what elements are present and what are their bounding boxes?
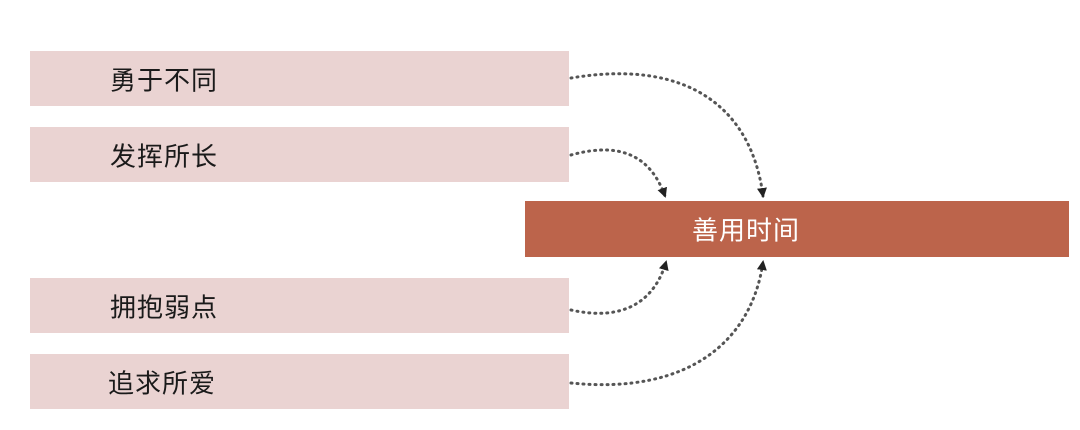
source-box-1: 勇于不同 bbox=[30, 51, 569, 106]
connector-arrow-4 bbox=[569, 260, 767, 387]
source-box-3: 拥抱弱点 bbox=[30, 278, 569, 333]
connector-arrow-1 bbox=[569, 72, 767, 198]
connector-arrow-3 bbox=[569, 260, 669, 315]
source-label-3: 拥抱弱点 bbox=[110, 293, 219, 323]
source-label-2: 发挥所长 bbox=[110, 142, 219, 172]
center-box: 善用时间 bbox=[525, 201, 1069, 257]
source-box-2: 发挥所长 bbox=[30, 127, 569, 182]
connector-arrow-2 bbox=[569, 148, 667, 198]
center-label: 善用时间 bbox=[692, 216, 801, 247]
source-label-1: 勇于不同 bbox=[110, 66, 219, 96]
source-label-4: 追求所爱 bbox=[108, 369, 217, 399]
source-box-4: 追求所爱 bbox=[30, 354, 569, 409]
